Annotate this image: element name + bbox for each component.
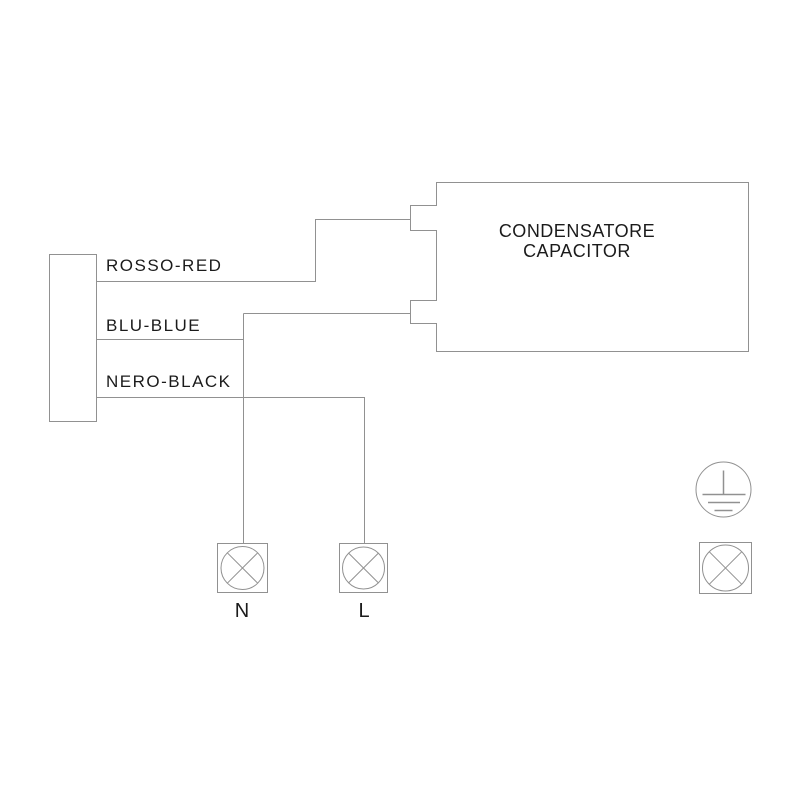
terminal-n-symbol xyxy=(217,543,268,593)
lamp-square xyxy=(699,542,752,594)
terminal-l-label: L xyxy=(358,600,369,622)
device-block xyxy=(49,254,97,422)
capacitor-box xyxy=(410,182,749,352)
wire-label-blu-blue: BLU-BLUE xyxy=(106,316,201,335)
terminal-n-cross xyxy=(226,552,259,584)
earth-circle xyxy=(695,461,752,518)
terminal-l-symbol xyxy=(339,543,388,593)
wire-label-nero-black: NERO-BLACK xyxy=(106,372,232,391)
lamp-circle xyxy=(702,544,749,592)
terminal-n-square xyxy=(217,543,268,593)
terminal-l-square xyxy=(339,543,388,593)
terminal-n-circle xyxy=(220,546,265,590)
wire-nero-black xyxy=(97,397,365,543)
terminal-l-cross xyxy=(348,552,379,584)
capacitor-label-line2: CAPACITOR xyxy=(523,241,631,261)
wire-rosso-red xyxy=(97,219,410,282)
lamp-terminal-icon xyxy=(699,542,752,594)
wire-label-rosso-red: ROSSO-RED xyxy=(106,256,222,275)
capacitor-label-line1: CONDENSATORE xyxy=(499,221,655,241)
terminal-l-circle xyxy=(342,546,385,590)
protective-earth-icon xyxy=(695,461,752,518)
terminal-n-label: N xyxy=(235,600,249,622)
lamp-cross xyxy=(708,551,743,585)
